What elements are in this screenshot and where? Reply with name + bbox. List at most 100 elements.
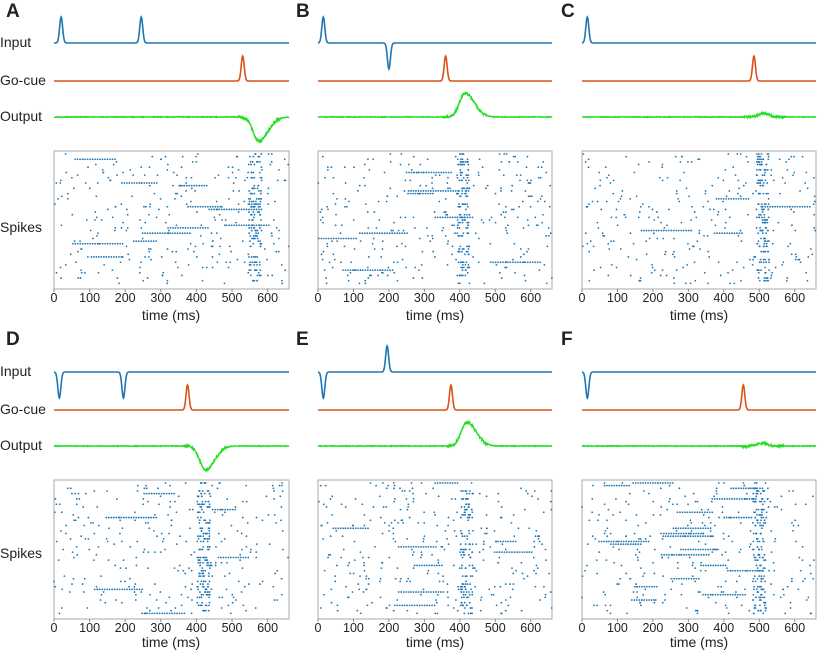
spike [99,599,102,601]
spike [661,179,664,182]
spike [133,591,136,593]
spike [696,240,699,243]
spike [358,184,361,187]
spike [169,500,172,503]
spike [366,269,369,272]
spike [687,548,690,551]
spike [760,500,763,503]
spike [624,216,627,219]
spike [707,508,710,511]
spike [243,208,245,211]
spike [728,498,731,500]
spike [612,543,615,546]
spike [737,197,740,200]
spike [204,519,207,522]
spike [151,155,154,158]
spike [332,176,335,179]
spike [496,551,499,554]
spike [731,498,733,500]
spike [254,234,257,237]
spike [643,229,645,232]
spike [639,279,642,282]
spike [467,253,470,256]
spike [150,182,153,184]
spike [699,248,701,250]
spike [743,484,746,487]
spike [454,232,456,235]
spike [468,553,470,556]
spike [632,543,635,546]
spike [486,184,489,187]
spike [183,612,186,615]
spike [639,601,641,604]
spike [422,540,425,543]
spike [225,224,228,227]
spike [753,256,755,258]
spike [256,543,258,546]
spike [81,242,84,245]
spike [511,551,513,554]
spike [758,500,761,503]
x-tick-label: 300 [678,621,699,635]
spike [429,192,432,195]
spike [372,506,375,508]
spike [190,184,193,187]
spike [160,532,163,535]
spike [707,596,710,599]
spike [466,203,469,206]
spike [324,484,327,487]
spike [739,522,742,524]
spike [406,537,409,540]
row-label-spikes: Spikes [0,545,42,561]
spike [756,569,759,572]
spike [466,535,468,538]
spike [250,203,253,206]
spike [220,561,223,564]
spike [599,179,602,182]
spike [757,232,760,235]
spike [143,205,145,208]
spike [208,596,211,599]
spike [737,234,740,237]
spike [709,548,712,551]
spike [366,211,369,213]
spike [604,166,607,169]
spike [223,537,226,540]
spike [615,208,618,211]
spike [717,197,720,200]
spike [318,500,320,503]
spike [255,161,258,163]
spike [782,593,785,596]
spike [435,591,437,593]
spike [514,271,516,274]
spike [600,540,603,543]
spike [667,532,670,535]
spike [399,216,402,219]
spike [411,487,414,490]
spike [413,604,416,607]
spike [197,495,200,498]
spike [757,609,760,612]
spike [110,256,113,258]
spike [760,203,763,206]
spike [664,593,667,596]
spike [671,503,674,506]
spike [352,527,355,530]
spike [687,577,690,580]
spike [257,240,260,243]
spike [159,591,162,593]
spike [393,604,396,607]
spike [430,171,433,174]
spike [761,163,763,166]
spike [459,153,461,155]
spike [273,498,275,500]
spike [672,253,674,256]
spike [375,484,377,487]
spike [417,192,419,195]
spike [134,511,136,514]
spike [199,556,202,559]
spike [140,182,143,184]
spike [639,604,642,607]
spike [92,559,95,562]
spike [696,612,699,615]
